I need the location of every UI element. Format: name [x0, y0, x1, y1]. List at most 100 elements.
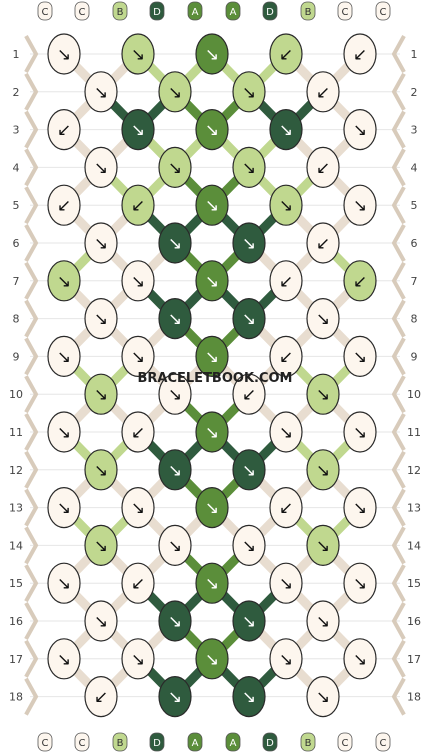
knot: ↘ — [47, 260, 81, 302]
knot: ↘ — [232, 449, 266, 491]
knot: ↘ — [84, 298, 118, 340]
edge-strand — [391, 526, 406, 565]
knot-direction-icon: ↘ — [205, 423, 219, 443]
svg-text:D: D — [266, 738, 274, 749]
bottom-string-label: B — [112, 732, 128, 752]
knot-direction-icon: ↘ — [57, 272, 71, 292]
knot-direction-icon: ↘ — [242, 310, 256, 330]
edge-strand — [391, 186, 406, 225]
edge-strand — [24, 299, 39, 338]
svg-text:A: A — [192, 7, 199, 18]
knot: ↘ — [306, 298, 340, 340]
knot: ↘ — [158, 524, 192, 567]
knot: ↘ — [195, 411, 229, 453]
knot: ↘ — [158, 675, 192, 718]
edge-strand — [391, 110, 406, 149]
knot: ↘ — [158, 600, 192, 642]
knot-direction-icon: ↘ — [242, 688, 256, 708]
knot: ↘ — [121, 33, 155, 75]
knot-direction-icon: ↙ — [316, 234, 330, 254]
knot: ↘ — [195, 109, 229, 151]
bottom-string-label: D — [149, 732, 165, 752]
knot: ↘ — [343, 184, 377, 226]
knot: ↘ — [158, 449, 192, 491]
knot-direction-icon: ↙ — [316, 83, 330, 103]
knot-direction-icon: ↘ — [131, 499, 145, 519]
svg-text:D: D — [266, 7, 274, 18]
knot: ↘ — [343, 562, 377, 604]
knot: ↘ — [158, 146, 192, 188]
knot: ↘ — [232, 146, 266, 188]
knot: ↘ — [84, 524, 118, 567]
svg-text:C: C — [342, 7, 349, 18]
knot: ↘ — [343, 411, 377, 453]
knot-direction-icon: ↘ — [353, 196, 367, 216]
knot-direction-icon: ↘ — [168, 385, 182, 405]
knot: ↘ — [195, 562, 229, 604]
knot: ↙ — [269, 487, 303, 529]
knot-direction-icon: ↘ — [242, 612, 256, 632]
knot: ↘ — [158, 71, 192, 113]
row-number-right: 11 — [407, 426, 421, 439]
row-number-left: 13 — [9, 502, 23, 515]
top-string-label: B — [300, 1, 316, 21]
edge-strand — [24, 261, 39, 300]
row-number-left: 15 — [9, 577, 23, 590]
knot: ↘ — [232, 71, 266, 113]
row-number-left: 1 — [13, 48, 20, 61]
knot-direction-icon: ↘ — [168, 310, 182, 330]
knot-direction-icon: ↘ — [279, 574, 293, 594]
knot-direction-icon: ↘ — [168, 688, 182, 708]
edge-strand — [24, 564, 39, 603]
knot-direction-icon: ↘ — [279, 423, 293, 443]
knot-direction-icon: ↘ — [57, 499, 71, 519]
knot: ↙ — [47, 109, 81, 151]
row-number-left: 18 — [9, 691, 23, 704]
knot: ↙ — [269, 335, 303, 377]
svg-text:B: B — [117, 7, 124, 18]
row-number-left: 5 — [13, 199, 20, 212]
knot: ↙ — [121, 562, 155, 604]
knot: ↘ — [84, 449, 118, 491]
knot: ↘ — [158, 298, 192, 340]
bottom-string-label: B — [300, 732, 316, 752]
knot: ↘ — [195, 260, 229, 302]
svg-text:D: D — [153, 7, 161, 18]
edge-strand — [24, 224, 39, 262]
bottom-string-label: C — [375, 732, 391, 752]
row-number-right: 3 — [411, 124, 418, 137]
svg-text:C: C — [380, 7, 387, 18]
edge-strand — [391, 564, 406, 603]
knot: ↙ — [343, 260, 377, 302]
knot-direction-icon: ↘ — [205, 45, 219, 65]
knot-direction-icon: ↘ — [168, 234, 182, 254]
knot-direction-icon: ↘ — [316, 385, 330, 405]
knot: ↙ — [306, 146, 340, 188]
svg-text:B: B — [305, 7, 312, 18]
row-number-right: 13 — [407, 502, 421, 515]
edge-strand — [391, 375, 406, 414]
row-number-right: 8 — [411, 313, 418, 326]
knot: ↘ — [47, 487, 81, 529]
bottom-string-label: C — [74, 732, 90, 752]
knot: ↙ — [47, 184, 81, 226]
edge-strand — [24, 602, 39, 640]
knot-direction-icon: ↘ — [57, 347, 71, 367]
knot: ↘ — [47, 638, 81, 680]
knot-direction-icon: ↙ — [57, 121, 71, 141]
row-number-right: 16 — [407, 615, 421, 628]
knot-direction-icon: ↘ — [131, 121, 145, 141]
knot-direction-icon: ↘ — [242, 536, 256, 556]
knot: ↘ — [269, 562, 303, 604]
knot-direction-icon: ↘ — [353, 499, 367, 519]
top-string-label: D — [149, 1, 165, 21]
knot: ↘ — [269, 411, 303, 453]
edge-strand — [391, 299, 406, 338]
knot: ↘ — [232, 298, 266, 340]
knot-direction-icon: ↘ — [168, 461, 182, 481]
bottom-string-label: A — [187, 732, 203, 752]
knot-direction-icon: ↘ — [57, 423, 71, 443]
row-number-left: 10 — [9, 388, 23, 401]
svg-text:A: A — [230, 7, 237, 18]
knot: ↘ — [158, 373, 192, 415]
